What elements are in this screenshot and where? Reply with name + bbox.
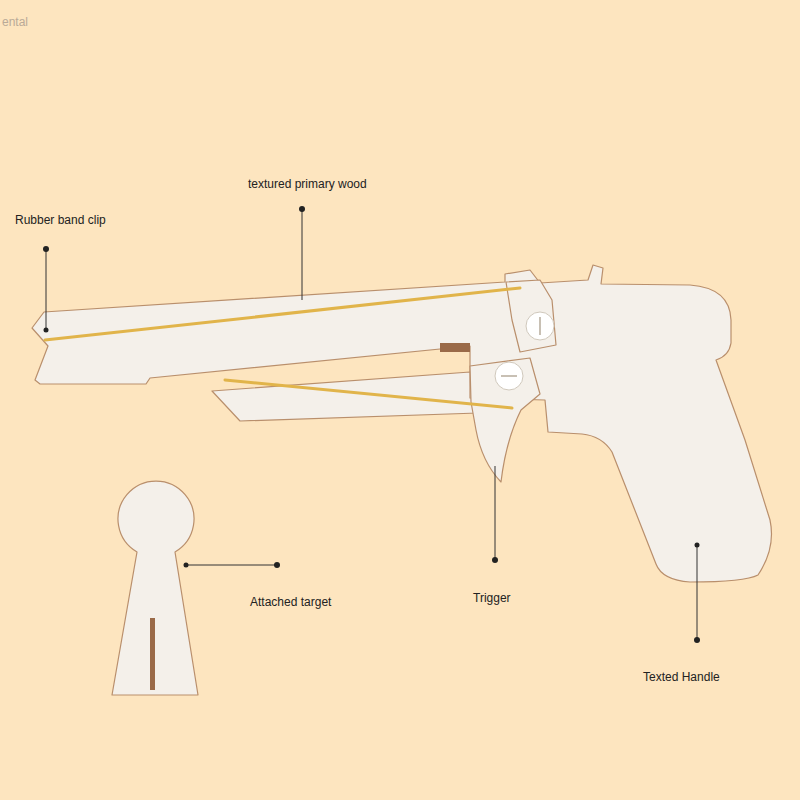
leader-dot (299, 206, 305, 212)
watermark: ental (2, 15, 28, 29)
leader-dot (43, 246, 49, 252)
part-label: Attached target (250, 595, 331, 609)
part-label: Texted Handle (643, 670, 720, 684)
leader-line (697, 545, 698, 640)
part-label: Rubber band clip (15, 213, 106, 227)
screw (495, 362, 523, 390)
leader-dot (694, 637, 700, 643)
leader-line (302, 209, 303, 300)
screw-slot (539, 317, 541, 335)
leader-dot (492, 557, 498, 563)
screw (526, 312, 554, 340)
screw-slot (501, 375, 517, 377)
part-label: Trigger (473, 591, 511, 605)
leader-dot (274, 562, 280, 568)
leader-dot (184, 563, 189, 568)
rubber-band (45, 288, 520, 340)
target-slot (150, 618, 155, 690)
target-piece (112, 481, 198, 695)
leader-line (186, 565, 276, 566)
rubber-band (225, 380, 512, 408)
hammer-block (506, 280, 556, 352)
leader-line (46, 249, 47, 330)
peg (440, 343, 470, 352)
leader-line (495, 466, 496, 560)
part-label: textured primary wood (248, 177, 367, 191)
trigger-piece (470, 358, 540, 482)
leader-dot (695, 543, 700, 548)
leader-dot (44, 328, 49, 333)
